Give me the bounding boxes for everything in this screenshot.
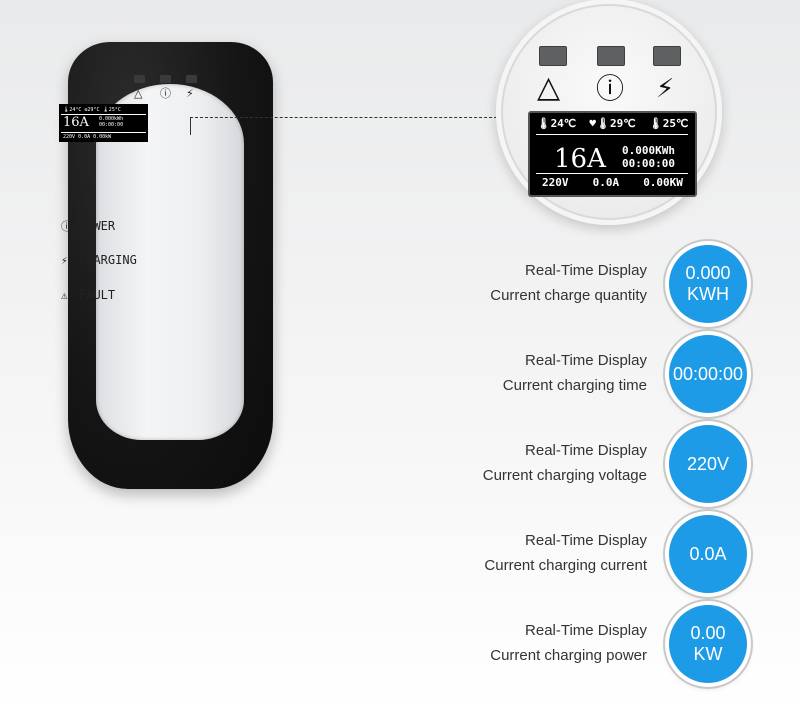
zoom-display-energy-time: 0.000KWh 00:00:00: [622, 144, 675, 170]
feature-charging-voltage: Real-Time Display Current charging volta…: [483, 438, 647, 488]
badge-value: 0.000: [685, 263, 731, 283]
indicator-fault: ⚠ FAULT: [61, 288, 115, 302]
device-display-energy: 0.000kWh: [99, 116, 124, 122]
badge-value: 220V: [686, 453, 730, 474]
heart-temp: ♥🌡29℃: [589, 117, 635, 130]
divider: [61, 132, 146, 133]
zoom-display-readings: 220V 0.0A 0.00KW: [530, 176, 695, 189]
zoom-warning-led: [539, 46, 567, 66]
heart-icon: ♥🌡: [589, 117, 610, 130]
badge-unit: KWH: [686, 284, 729, 304]
feature-title: Real-Time Display: [525, 352, 647, 369]
plug-icon: ⚡: [656, 74, 675, 104]
power-icon: ⓘ: [61, 220, 72, 233]
feature-title: Real-Time Display: [525, 442, 647, 459]
feature-charge-quantity: Real-Time Display Current charge quantit…: [490, 258, 647, 308]
warning-icon: △: [537, 70, 561, 105]
device-display-energy-time: 0.000kWh 00:00:00: [99, 116, 123, 128]
plug-icon: ⚡: [186, 87, 194, 100]
thermometer-temp: 🌡25℃: [649, 117, 689, 130]
zoom-display: 🌡24℃ ♥🌡29℃ 🌡25℃ 16A 0.000KWh 00:00:00 22…: [528, 111, 697, 197]
charging-current-badge: 0.0A: [669, 515, 747, 593]
charging-time-badge: 00:00:00: [669, 335, 747, 413]
plug-icon: ⚡: [61, 254, 68, 267]
info-icon: ⓘ: [160, 87, 171, 100]
badge-value: 0.0A: [689, 543, 727, 564]
divider: [536, 134, 688, 135]
feature-title: Real-Time Display: [525, 262, 647, 279]
indicator-label: FAULT: [79, 288, 116, 302]
temp-value: 29℃: [609, 117, 636, 130]
thermometer-temp: 🌡24℃: [537, 117, 577, 130]
info-icon: ⓘ: [596, 72, 625, 105]
zoom-display-temps: 🌡24℃ ♥🌡29℃ 🌡25℃: [530, 117, 695, 130]
device-display-time: 00:00:00: [99, 122, 124, 128]
divider: [61, 114, 146, 115]
feature-title: Real-Time Display: [525, 622, 647, 639]
feature-desc: Current charging current: [484, 557, 647, 574]
feature-charging-time: Real-Time Display Current charging time: [503, 348, 647, 398]
divider: [536, 173, 688, 174]
device-display-temps: 🌡24°C ☢29°C 🌡25°C: [63, 107, 121, 113]
thermometer-icon: 🌡: [536, 117, 551, 130]
feature-desc: Current charging time: [502, 377, 647, 394]
zoom-display-time: 00:00:00: [622, 157, 675, 170]
warning-led: [134, 75, 145, 83]
charger-device: [68, 42, 273, 489]
charging-led: [186, 75, 197, 83]
zoom-charging-led: [653, 46, 681, 66]
voltage-reading: 220V: [542, 176, 569, 189]
device-display-readings: 220V 0.0A 0.00kW: [63, 134, 112, 140]
device-display-current: 16A: [63, 115, 89, 130]
zoom-display-energy: 0.000KWh: [622, 144, 675, 157]
badge-unit: KW: [693, 644, 723, 664]
warning-icon: ⚠: [61, 289, 68, 302]
power-reading: 0.00KW: [643, 176, 683, 189]
callout-line: [190, 117, 502, 118]
badge-value: 00:00:00: [672, 363, 744, 384]
indicator-label: POWER: [79, 219, 116, 233]
feature-charging-power: Real-Time Display Current charging power: [490, 618, 647, 668]
current-reading: 0.0A: [592, 176, 620, 189]
zoom-power-led: [597, 46, 625, 66]
indicator-charging: ⚡ CHARGING: [61, 253, 137, 267]
callout-tick: [190, 117, 191, 135]
power-led: [160, 75, 171, 83]
badge-value: 0.00: [690, 623, 726, 643]
indicator-label: CHARGING: [79, 253, 137, 267]
charging-voltage-badge: 220V: [669, 425, 747, 503]
temp-value: 25℃: [662, 117, 689, 130]
warning-icon: △: [134, 87, 143, 100]
feature-desc: Current charging voltage: [482, 467, 647, 484]
temp-value: 24℃: [550, 117, 577, 130]
feature-desc: Current charge quantity: [490, 287, 647, 304]
feature-desc: Current charging power: [490, 647, 647, 664]
charger-front-panel: [96, 84, 244, 440]
device-display: 🌡24°C ☢29°C 🌡25°C 16A 0.000kWh 00:00:00 …: [59, 104, 148, 142]
thermometer-icon: 🌡: [648, 117, 663, 130]
indicator-power: ⓘ POWER: [61, 218, 115, 234]
feature-title: Real-Time Display: [525, 532, 647, 549]
feature-charging-current: Real-Time Display Current charging curre…: [484, 528, 647, 578]
zoom-display-current: 16A: [554, 144, 606, 174]
